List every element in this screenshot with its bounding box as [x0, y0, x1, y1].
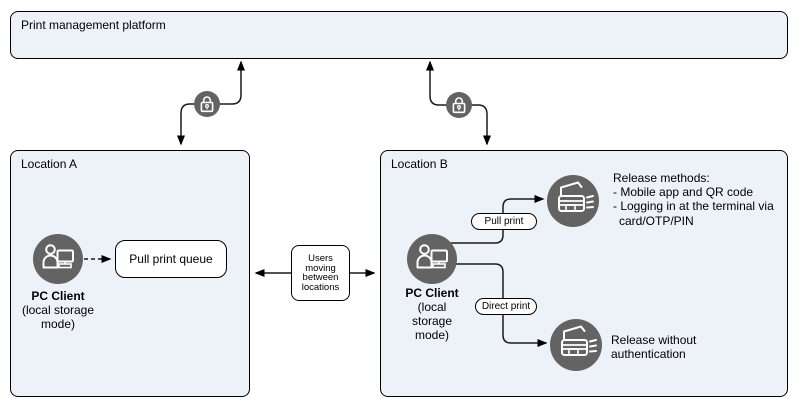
release-method-item: - Mobile app and QR code	[613, 185, 754, 200]
platform-title: Print management platform	[21, 18, 166, 32]
pc-client-name: PC Client	[405, 286, 459, 300]
pc-client-icon	[33, 234, 83, 284]
release-method-item: - Logging in at the terminal via	[613, 199, 774, 214]
pull-print-queue-label: Pull print queue	[129, 252, 213, 266]
release-method-item-cont: card/OTP/PIN	[619, 213, 694, 228]
pc-client-mode: (local storage mode)	[21, 303, 95, 331]
pull-print-pill: Pull print	[471, 213, 537, 230]
pull-print-label: Pull print	[484, 216, 524, 227]
lock-icon	[194, 91, 220, 117]
lock-icon	[446, 92, 472, 118]
pc-client-mode: (local storage mode)	[411, 300, 453, 342]
location-a-title: Location A	[21, 157, 78, 171]
users-moving-node: Users moving between locations	[291, 245, 350, 301]
users-moving-label: Users moving between locations	[301, 253, 340, 293]
release-methods-text: Release methods: - Mobile app and QR cod…	[613, 171, 793, 228]
pc-client-icon	[407, 234, 457, 284]
direct-print-label: Direct print	[481, 301, 531, 312]
pc-client-a-label: PC Client (local storage mode)	[8, 289, 108, 331]
release-methods-title: Release methods:	[613, 171, 710, 185]
pull-print-queue-node: Pull print queue	[115, 240, 227, 278]
direct-print-pill: Direct print	[475, 298, 537, 315]
release-without-auth-text: Release without authentication	[611, 333, 697, 362]
location-b-title: Location B	[391, 157, 448, 171]
platform-box: Print management platform	[10, 11, 788, 59]
printer-icon	[550, 319, 602, 371]
pc-client-name: PC Client	[31, 289, 85, 303]
pc-client-b-label: PC Client (local storage mode)	[392, 286, 472, 342]
printer-icon	[547, 175, 599, 227]
